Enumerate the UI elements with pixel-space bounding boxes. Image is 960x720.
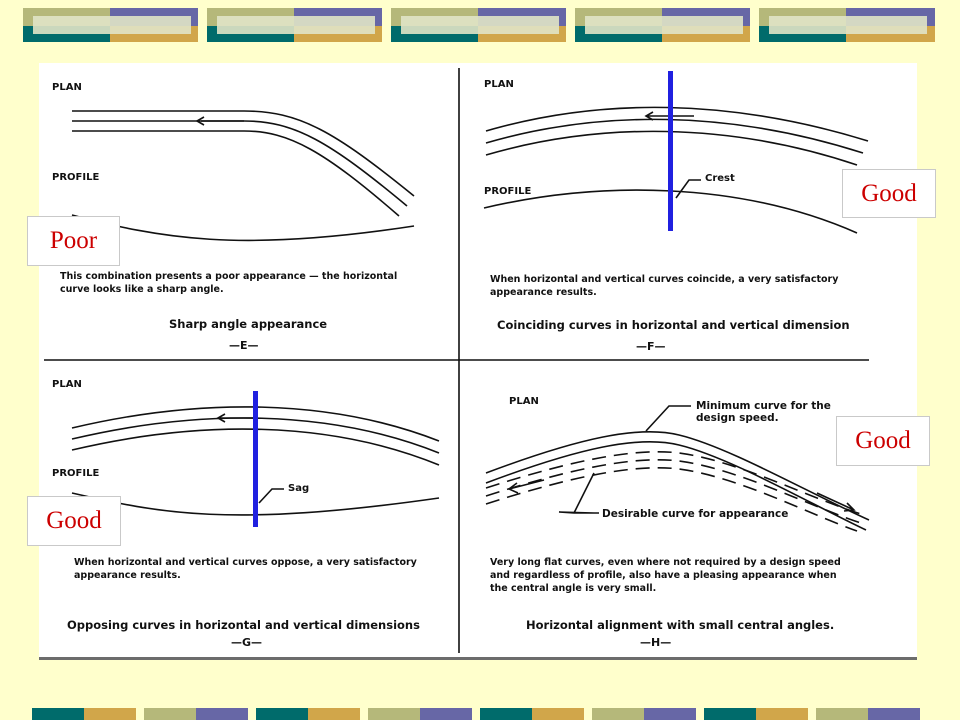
panel-f-plan-label: PLAN xyxy=(484,79,514,90)
panel-h-description: Very long flat curves, even where not re… xyxy=(490,557,841,594)
panel-h-arrow-left xyxy=(507,479,545,494)
top-band-block-3 xyxy=(391,8,566,42)
panel-g-description: When horizontal and vertical curves oppo… xyxy=(74,557,417,581)
panel-h-plan-label: PLAN xyxy=(509,396,539,407)
rating-good-f-badge: Good xyxy=(842,169,936,218)
marker-panel-f xyxy=(668,71,673,231)
panel-e-profile-line xyxy=(71,214,415,242)
panel-h-letter: —H— xyxy=(640,636,672,649)
rating-good-h-badge: Good xyxy=(836,416,930,466)
top-decorative-band xyxy=(23,8,935,42)
crest-leader-line xyxy=(675,179,701,199)
panel-f-profile-label: PROFILE xyxy=(484,186,532,197)
top-band-block-5 xyxy=(759,8,935,42)
marker-panel-g xyxy=(253,391,258,527)
min-curve-annotation: Minimum curve for the design speed. xyxy=(696,400,831,424)
panel-h-caption: Horizontal alignment with small central … xyxy=(526,618,835,632)
desirable-leader-line xyxy=(558,472,599,514)
highway-alignment-figure: PLAN PROFILE This combination presents a… xyxy=(39,63,917,660)
top-band-block-2 xyxy=(207,8,382,42)
panel-h-arrow-right xyxy=(816,492,856,512)
rating-good-g-badge: Good xyxy=(27,496,121,546)
desirable-curve-annotation: Desirable curve for appearance xyxy=(602,508,789,520)
min-curve-leader-line xyxy=(645,405,691,432)
panel-e-letter: —E— xyxy=(229,339,259,352)
top-band-block-1 xyxy=(23,8,198,42)
panel-g-plan-roadway xyxy=(71,406,440,466)
bottom-decorative-band xyxy=(32,708,920,720)
sag-annotation: Sag xyxy=(288,483,310,494)
panel-f-caption: Coinciding curves in horizontal and vert… xyxy=(497,318,850,332)
panel-g-letter: —G— xyxy=(231,636,263,649)
crest-annotation: Crest xyxy=(705,173,735,184)
top-band-block-4 xyxy=(575,8,750,42)
panel-e-profile-label: PROFILE xyxy=(52,172,100,183)
panel-f-description: When horizontal and vertical curves coin… xyxy=(490,274,839,298)
panel-h-minimum-curve xyxy=(485,430,870,531)
panel-e-plan-label: PLAN xyxy=(52,82,82,93)
panel-e-description: This combination presents a poor appeara… xyxy=(60,271,398,295)
panel-g-plan-label: PLAN xyxy=(52,379,82,390)
panel-g-profile-label: PROFILE xyxy=(52,468,100,479)
panel-e-caption: Sharp angle appearance xyxy=(169,317,328,331)
panel-e-plan-roadway xyxy=(72,110,415,217)
panel-g-caption: Opposing curves in horizontal and vertic… xyxy=(67,618,420,632)
rating-poor-badge: Poor xyxy=(27,216,120,266)
panel-f-letter: —F— xyxy=(636,340,666,353)
panel-f-plan-roadway xyxy=(485,106,869,166)
panel-h-desirable-curve xyxy=(485,451,865,532)
sag-leader-line xyxy=(258,488,284,504)
